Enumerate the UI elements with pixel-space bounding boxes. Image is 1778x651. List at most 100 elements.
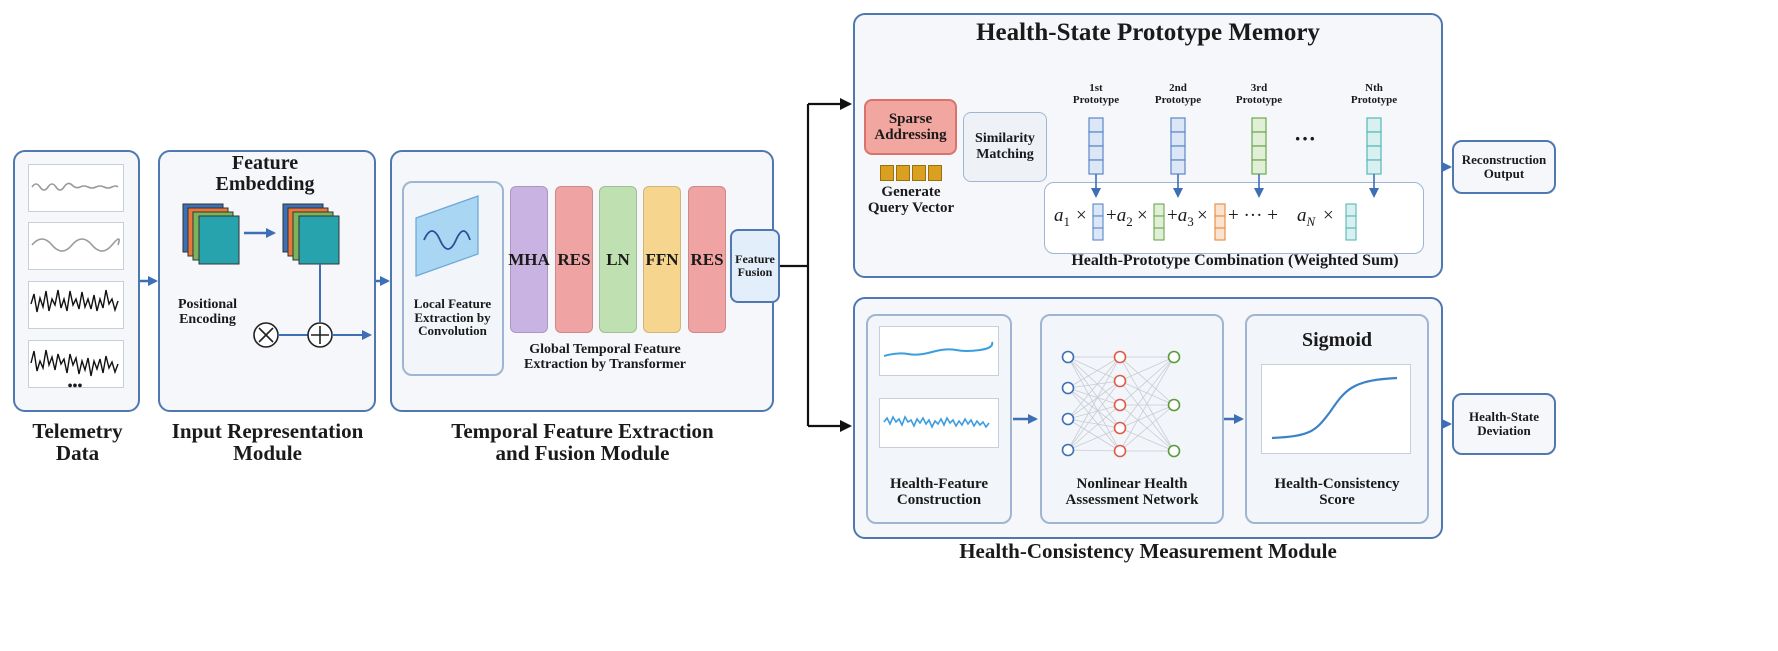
positional-line1: Positional: [177, 297, 238, 312]
fusion-line2: Fusion: [737, 265, 773, 279]
query-vector-cell-2: [896, 165, 910, 181]
block-ln-label: LN: [606, 249, 630, 269]
coef-a2: +a2: [1106, 205, 1133, 230]
coef-an: aN: [1297, 205, 1315, 230]
block-mha: MHA: [508, 186, 550, 333]
prototype-1-label: 1st Prototype: [1066, 82, 1126, 106]
feature-construction-label: Health-Feature Construction: [866, 476, 1012, 509]
reconstruction-line2: Output: [1483, 166, 1525, 181]
network-label: Nonlinear Health Assessment Network: [1040, 476, 1224, 509]
telemetry-ellipsis: •••: [67, 379, 83, 394]
score-line2: Score: [1319, 491, 1355, 508]
telemetry-signal-3: [28, 281, 124, 329]
telemetry-title-line2: Data: [55, 441, 100, 466]
prototype-2-label: 2nd Prototype: [1148, 82, 1208, 106]
feature-construction-line1: Health-Feature: [889, 476, 989, 492]
telemetry-title-line1: Telemetry: [32, 419, 123, 443]
block-ln: LN: [599, 186, 637, 333]
prototype-2-text: Prototype: [1154, 93, 1202, 106]
local-line1: Local Feature: [413, 296, 492, 311]
coef-an-sub: N: [1306, 213, 1316, 229]
health-deviation-box: Health-State Deviation: [1452, 393, 1556, 455]
coef-a2-sub: 2: [1126, 213, 1133, 229]
block-res-1: RES: [555, 186, 593, 333]
sparse-line1: Sparse: [888, 110, 933, 127]
prototype-3-label: 3rd Prototype: [1229, 82, 1289, 106]
prototype-dots: ···: [1293, 126, 1316, 151]
block-res1-label: RES: [557, 249, 591, 269]
similarity-line1: Similarity: [975, 130, 1035, 146]
sigmoid-plot-frame: [1261, 364, 1411, 454]
score-label: Health-Consistency Score: [1245, 476, 1429, 509]
prototype-memory-title: Health-State Prototype Memory: [976, 19, 1320, 46]
combination-caption: Health-Prototype Combination (Weighted S…: [1071, 252, 1399, 269]
temporal-title-line2: and Fusion Module: [495, 441, 670, 466]
feature-embedding-line2: Embedding: [215, 173, 315, 195]
coef-a3-sub: 3: [1187, 213, 1194, 229]
feature-embedding-line1: Feature: [231, 152, 299, 174]
network-line1: Nonlinear Health: [1076, 476, 1188, 492]
input-module-title-line1: Input Representation: [171, 419, 364, 443]
global-line2: Extraction by Transformer: [523, 356, 686, 372]
telemetry-signal-2: [28, 222, 124, 270]
coef-a3-letter: a: [1177, 205, 1188, 226]
deviation-line2: Deviation: [1477, 423, 1531, 438]
local-feature-label: Local Feature Extraction by Convolution: [400, 297, 505, 338]
weighted-sum-formula: a1 × +a2 × +a3 × + ··· + aN ×: [1054, 205, 1414, 233]
global-line1: Global Temporal Feature: [529, 342, 681, 357]
positional-line2: Encoding: [179, 311, 236, 327]
telemetry-signal-1: [28, 164, 124, 212]
feature-fusion-box: Feature Fusion: [730, 229, 780, 303]
temporal-title-line1: Temporal Feature Extraction: [451, 419, 714, 443]
coef-a1-letter: a: [1054, 205, 1064, 226]
similarity-matching-box: Similarity Matching: [963, 112, 1047, 182]
telemetry-title: Telemetry Data: [10, 420, 145, 464]
query-vector-cell-3: [912, 165, 926, 181]
positional-encoding-label: Positional Encoding: [165, 297, 250, 327]
prototype-3-text: Prototype: [1235, 93, 1283, 106]
times-2: ×: [1137, 205, 1148, 226]
fusion-line1: Feature: [735, 251, 775, 266]
score-line1: Health-Consistency: [1274, 476, 1400, 492]
temporal-module-title: Temporal Feature Extraction and Fusion M…: [410, 420, 755, 464]
times-1: ×: [1076, 205, 1087, 226]
feature-construction-line2: Construction: [896, 491, 982, 508]
times-3: ×: [1197, 205, 1208, 226]
deviation-line1: Health-State: [1468, 408, 1540, 424]
input-module-title-line2: Module: [233, 441, 302, 466]
block-ffn-label: FFN: [645, 249, 679, 269]
reconstruction-line1: Reconstruction: [1461, 151, 1547, 167]
prototype-2-ord: 2nd: [1169, 82, 1187, 94]
coef-an-letter: a: [1297, 205, 1307, 226]
query-vector-cell-4: [928, 165, 942, 181]
plus-dots-plus: + ··· +: [1228, 205, 1278, 226]
coef-a1: a1: [1054, 205, 1070, 230]
reconstruction-output-box: Reconstruction Output: [1452, 140, 1556, 194]
health-feature-noisy: [879, 398, 999, 448]
coef-a2-letter: a: [1116, 205, 1127, 226]
sparse-addressing-box: Sparse Addressing: [864, 99, 957, 155]
weighted-sum-box: [1044, 182, 1424, 254]
coef-a1-sub: 1: [1063, 213, 1071, 229]
block-res2-label: RES: [690, 249, 724, 269]
feature-embedding-title: Feature Embedding: [190, 153, 340, 195]
prototype-3-ord: 3rd: [1250, 82, 1268, 94]
local-line2: Extraction by: [414, 309, 491, 325]
plus-3: +: [1167, 205, 1178, 226]
health-feature-smooth: [879, 326, 999, 376]
times-n: ×: [1323, 205, 1334, 226]
input-representation-panel: [158, 150, 376, 412]
block-mha-label: MHA: [508, 249, 550, 269]
prototype-n-label: Nth Prototype: [1344, 82, 1404, 106]
plus-2: +: [1106, 205, 1117, 226]
similarity-line2: Matching: [976, 147, 1034, 162]
coef-a3: +a3: [1167, 205, 1194, 230]
prototype-n-ord: Nth: [1365, 82, 1383, 94]
query-line2: Query Vector: [867, 199, 955, 216]
prototype-1-text: Prototype: [1072, 93, 1120, 106]
query-line1: Generate: [881, 184, 941, 200]
generate-query-label: Generate Query Vector: [857, 184, 965, 217]
local-feature-subpanel: [402, 181, 504, 376]
global-feature-label: Global Temporal Feature Extraction by Tr…: [500, 342, 710, 372]
sparse-line2: Addressing: [874, 127, 947, 143]
